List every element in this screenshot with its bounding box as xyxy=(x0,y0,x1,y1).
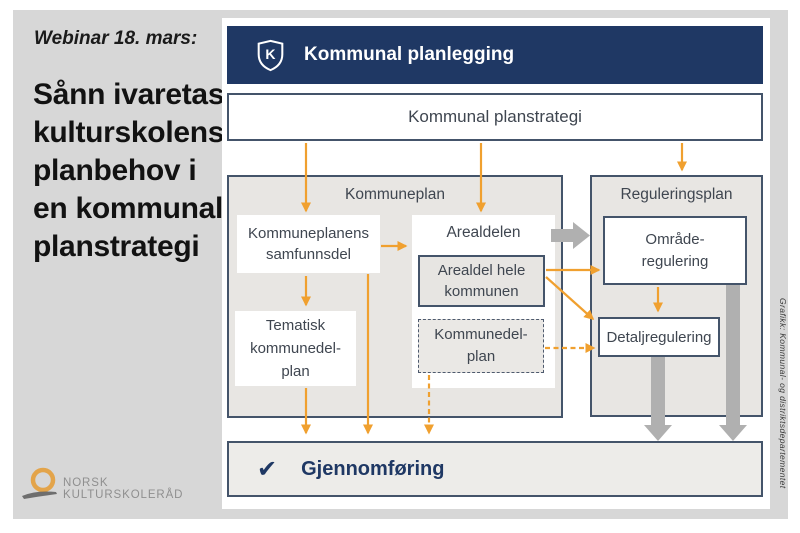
tematisk-kommunedelplan-box: Tematisk kommunedel- plan xyxy=(235,311,356,386)
slide-title: Sånn ivaretas kulturskolens planbehov i … xyxy=(33,78,225,263)
gjennomforing-label: Gjennomføring xyxy=(301,457,445,480)
omraderegulering-box: Område- regulering xyxy=(603,216,747,285)
shield-letter: K xyxy=(265,45,276,61)
kommunedelplan-box: Kommunedel- plan xyxy=(418,319,544,373)
shield-k-icon: K xyxy=(257,39,284,71)
credit-caption: Grafikk: Kommunal- og distriktsdeparteme… xyxy=(778,298,788,489)
arealdel-hele-kommunen-box: Arealdel hele kommunen xyxy=(418,255,545,307)
kommuneplan-title: Kommuneplan xyxy=(345,186,445,203)
logo-mark-icon xyxy=(22,467,57,499)
logo-text: NORSK KULTURSKOLERÅD xyxy=(63,477,184,501)
diagram-header-title: Kommunal planlegging xyxy=(304,44,515,65)
webinar-label: Webinar 18. mars: xyxy=(34,28,198,49)
checkmark-icon: ✔ xyxy=(257,455,278,483)
detaljregulering-box: Detaljregulering xyxy=(598,317,720,357)
reguleringsplan-title: Reguleringsplan xyxy=(620,186,733,203)
samfunnsdel-box: Kommuneplanens samfunnsdel xyxy=(237,215,380,273)
gjennomforing-bar: ✔ Gjennomføring xyxy=(227,441,763,497)
logo: NORSK KULTURSKOLERÅD xyxy=(20,464,220,508)
reguleringsplan-panel: Reguleringsplan xyxy=(590,175,763,417)
planstrategi-box: Kommunal planstrategi xyxy=(227,93,763,141)
diagram-header-bar: K Kommunal planlegging xyxy=(227,26,763,84)
arealdelen-title: Arealdelen xyxy=(446,224,521,241)
